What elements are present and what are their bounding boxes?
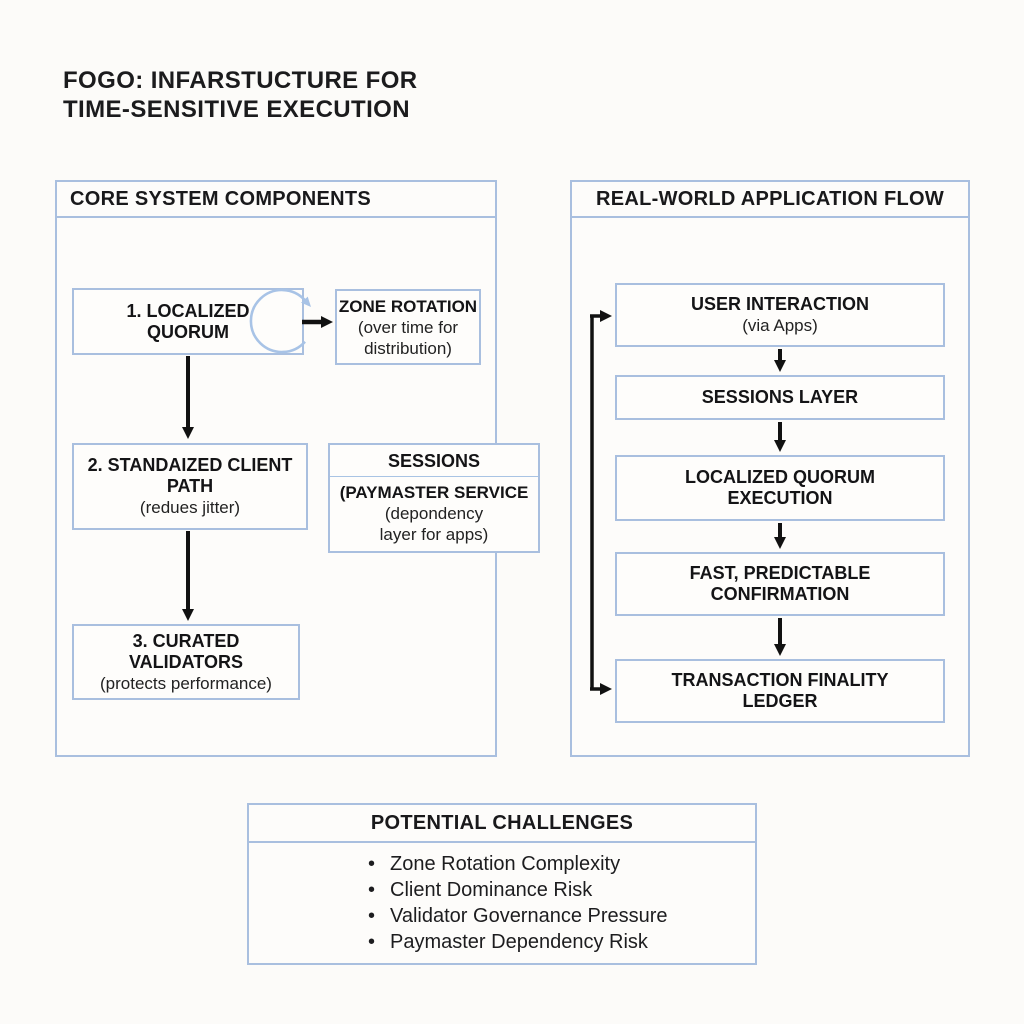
transaction-finality-ledger-box: TRANSACTION FINALITY LEDGER <box>615 659 945 723</box>
box-note: (over time for <box>357 317 459 337</box>
flow-panel-header: REAL-WORLD APPLICATION FLOW <box>572 182 968 218</box>
challenge-item: Client Dominance Risk <box>368 877 668 903</box>
localized-quorum-execution-box: LOCALIZED QUORUM EXECUTION <box>615 455 945 521</box>
box-label: QUORUM <box>147 321 229 342</box>
box-label: ZONE ROTATION <box>338 296 478 316</box>
challenge-item: Paymaster Dependency Risk <box>368 929 668 955</box>
box-label: 2. STANDAIZED CLIENT <box>87 455 293 475</box>
challenges-panel-header: POTENTIAL CHALLENGES <box>249 805 755 843</box>
box-label: FAST, PREDICTABLE <box>689 563 871 583</box>
box-label: EXECUTION <box>727 488 833 508</box>
curated-validators-box: 3. CURATED VALIDATORS (protects performa… <box>72 624 300 700</box>
fast-predictable-confirmation-box: FAST, PREDICTABLE CONFIRMATION <box>615 552 945 616</box>
box-label: 1. LOCALIZED <box>126 300 250 321</box>
box-note: (depondency <box>384 504 484 523</box>
box-label: (PAYMASTER SERVICE <box>339 483 529 502</box>
box-label: USER INTERACTION <box>690 294 869 314</box>
box-label: CONFIRMATION <box>710 584 850 604</box>
user-interaction-box: USER INTERACTION (via Apps) <box>615 283 945 347</box>
page-title: FOGO: INFARSTUCTURE FOR TIME-SENSITIVE E… <box>63 67 418 123</box>
box-label: LEDGER <box>742 691 818 711</box>
box-label: 3. CURATED VALIDATORS <box>128 630 243 672</box>
box-label: SESSIONS <box>387 451 481 471</box>
box-note: distribution) <box>364 338 452 358</box>
sessions-paymaster-box: SESSIONS (PAYMASTER SERVICE (depondency … <box>328 443 540 553</box>
core-panel-header: CORE SYSTEM COMPONENTS <box>57 182 495 218</box>
box-note: (via Apps) <box>742 316 818 335</box>
box-note: (protects performance) <box>100 673 272 693</box>
sessions-divider <box>330 476 538 477</box>
sessions-layer-box: SESSIONS LAYER <box>615 375 945 420</box>
box-label: SESSIONS LAYER <box>701 387 859 407</box>
standardized-client-path-box: 2. STANDAIZED CLIENT PATH (redues jitter… <box>72 443 308 530</box>
challenges-list: Zone Rotation Complexity Client Dominanc… <box>368 851 668 955</box>
box-note: layer for apps) <box>379 525 489 544</box>
box-label: PATH <box>166 476 214 496</box>
box-note: (redues jitter) <box>139 498 241 517</box>
zone-rotation-box: ZONE ROTATION (over time for distributio… <box>335 289 481 365</box>
challenge-item: Zone Rotation Complexity <box>368 851 668 877</box>
localized-quorum-box: 1. LOCALIZED QUORUM <box>72 288 304 355</box>
challenge-item: Validator Governance Pressure <box>368 903 668 929</box>
box-label: TRANSACTION FINALITY <box>671 670 889 690</box>
box-label: LOCALIZED QUORUM <box>685 467 875 487</box>
